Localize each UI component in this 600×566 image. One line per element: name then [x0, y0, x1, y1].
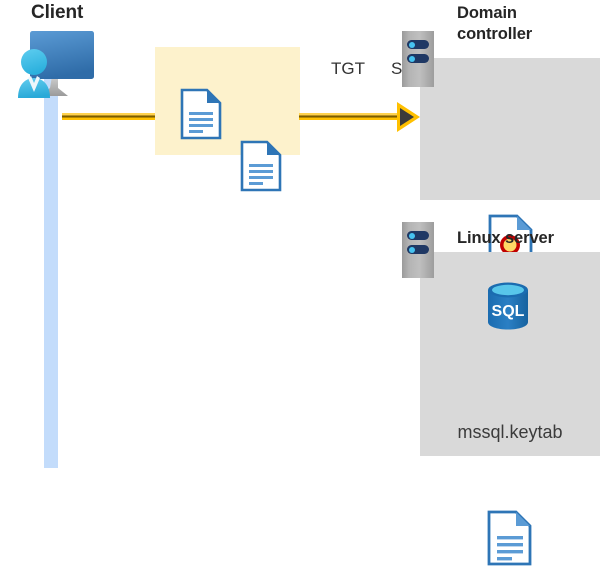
user-monitor-icon	[6, 28, 98, 111]
domain-controller-title: Domain controller	[457, 3, 597, 45]
flow-arrow-segment-left	[62, 113, 156, 120]
linux-server-rack-icon	[402, 222, 434, 278]
client-lifeline	[44, 64, 58, 468]
arrow-right-icon	[397, 102, 421, 137]
keytab-document-icon	[487, 510, 600, 566]
spn-document-icon	[240, 140, 600, 192]
diagram-canvas: Client	[6, 2, 600, 566]
tgt-document-icon	[180, 88, 600, 140]
domain-controller-panel	[420, 58, 600, 200]
flow-arrow-segment-right	[299, 113, 410, 120]
svg-text:SQL: SQL	[492, 303, 525, 320]
linux-server-title: Linux server	[457, 228, 597, 249]
token-highlight-box: TGT SPN	[155, 47, 426, 155]
domain-controller-title-line-1: Domain	[457, 4, 517, 22]
client-title: Client	[31, 2, 84, 23]
domain-controller-server-rack-icon	[402, 31, 434, 87]
domain-controller-title-line-2: controller	[457, 25, 533, 43]
tgt-label: TGT	[331, 59, 365, 78]
sql-database-icon: SQL	[485, 281, 531, 336]
keytab-file-caption: mssql.keytab	[457, 422, 563, 442]
linux-server-title-line-1: Linux server	[457, 229, 554, 247]
